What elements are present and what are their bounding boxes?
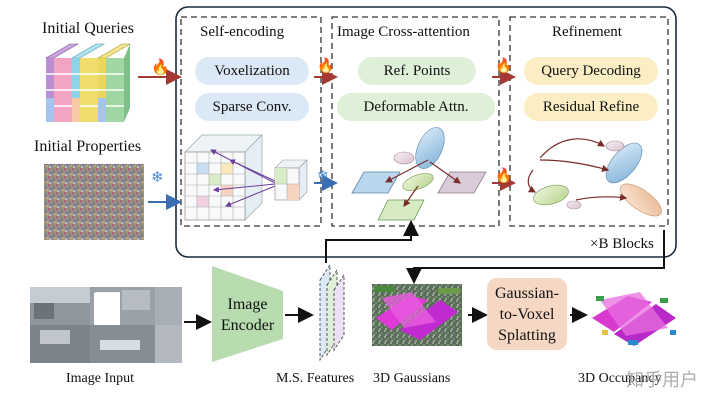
flame-icon: 🔥 bbox=[495, 169, 513, 184]
cross-attention-graphic bbox=[351, 127, 487, 221]
splatting-line-2: to-Voxel bbox=[499, 305, 555, 323]
occupancy-graphic bbox=[592, 292, 676, 346]
initial-queries-label: Initial Queries bbox=[42, 20, 134, 37]
ms-features-label: M.S. Features bbox=[276, 371, 355, 386]
refinement-title: Refinement bbox=[552, 24, 622, 40]
image-encoder-shape bbox=[212, 266, 283, 362]
flame-icon: 🔥 bbox=[151, 60, 170, 76]
gaussians-graphic bbox=[372, 284, 462, 346]
refinement-graphic bbox=[527, 138, 662, 217]
refinement-box bbox=[509, 16, 669, 227]
initial-properties-graphic bbox=[44, 164, 144, 240]
image-input-label: Image Input bbox=[66, 371, 135, 386]
blocks-output-arrow bbox=[406, 230, 665, 284]
query-decoding-pill: Query Decoding bbox=[524, 57, 658, 85]
features-feedback-arrow bbox=[325, 220, 419, 263]
watermark: 知乎用户 bbox=[626, 370, 698, 391]
residual-refine-pill: Residual Refine bbox=[524, 93, 658, 121]
sparse-conv-pill: Sparse Conv. bbox=[195, 93, 309, 121]
image-input-graphic bbox=[30, 287, 182, 363]
cross-attention-title: Image Cross-attention bbox=[337, 24, 470, 40]
occupancy-label: 3D Occupancy bbox=[578, 371, 662, 386]
flame-icon: 🔥 bbox=[495, 59, 513, 74]
snowflake-icon: ❄ bbox=[317, 169, 329, 184]
splatting-line-1: Gaussian- bbox=[495, 284, 559, 302]
self-encoding-box bbox=[180, 16, 322, 227]
image-encoder-label: Image Encoder bbox=[212, 290, 283, 340]
splatting-line-3: Splatting bbox=[498, 326, 556, 344]
snowflake-icon: ❄ bbox=[151, 170, 164, 186]
deformable-attn-pill: Deformable Attn. bbox=[337, 93, 495, 121]
flame-icon: 🔥 bbox=[317, 59, 335, 74]
voxelization-pill: Voxelization bbox=[195, 57, 309, 85]
blocks-repeat-label: ×B Blocks bbox=[590, 236, 654, 252]
ref-points-pill: Ref. Points bbox=[358, 57, 476, 85]
ms-features-graphic bbox=[319, 263, 345, 362]
cross-attention-box bbox=[331, 16, 500, 227]
splatting-label: Gaussian- to-Voxel Splatting bbox=[487, 280, 567, 348]
initial-queries-graphic bbox=[44, 43, 132, 122]
image-encoder-line-2: Encoder bbox=[220, 317, 275, 334]
blocks-container bbox=[175, 6, 677, 258]
self-encoding-title: Self-encoding bbox=[200, 24, 285, 40]
splatting-box bbox=[487, 278, 567, 350]
image-encoder-line-1: Image bbox=[227, 296, 268, 313]
voxel-grid-graphic bbox=[184, 134, 308, 221]
gaussians-label: 3D Gaussians bbox=[373, 371, 451, 386]
initial-properties-label: Initial Properties bbox=[34, 138, 142, 155]
